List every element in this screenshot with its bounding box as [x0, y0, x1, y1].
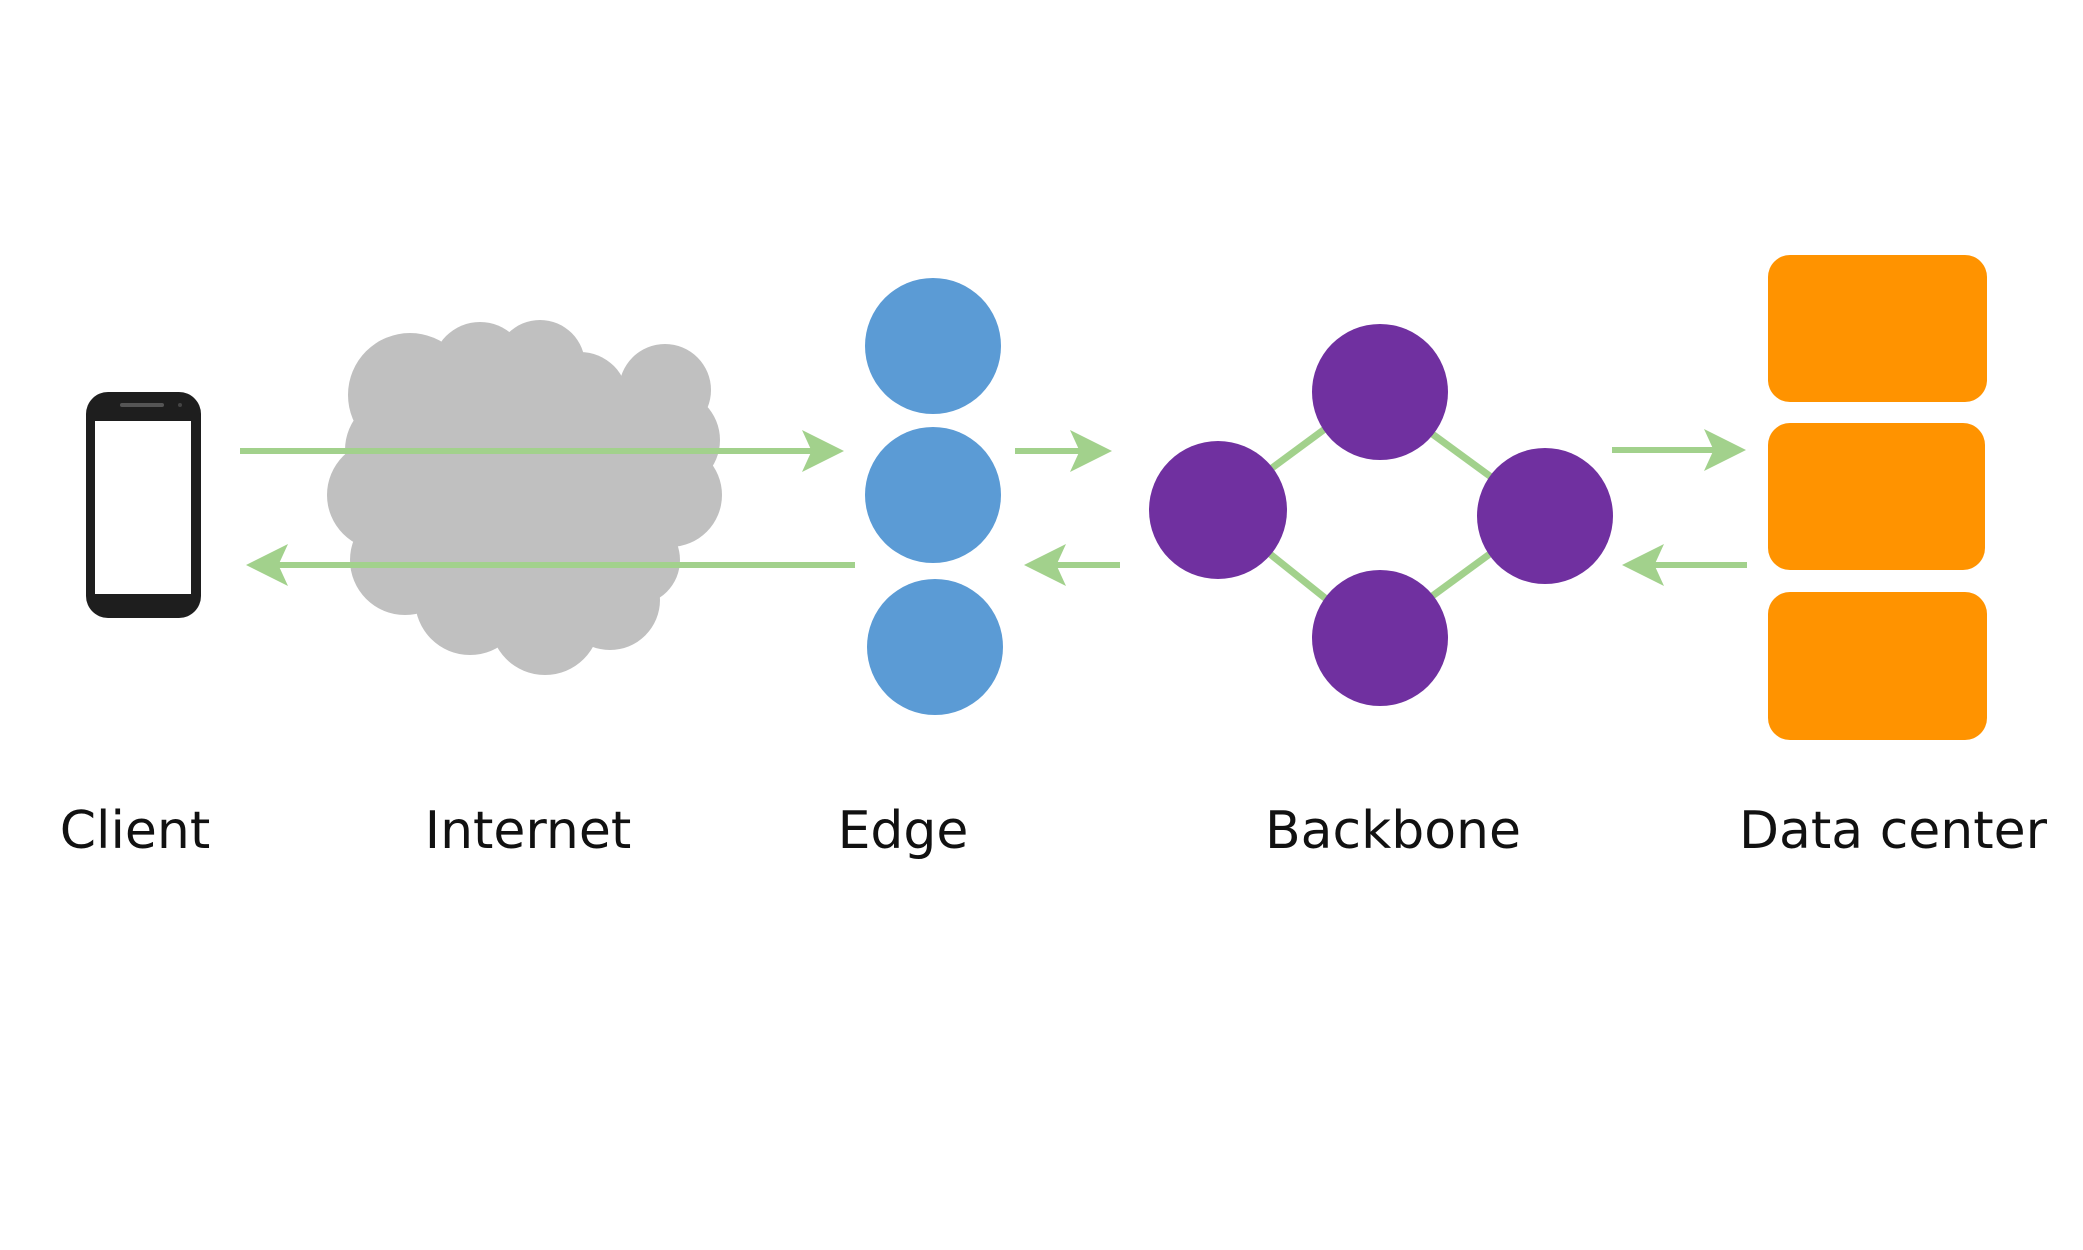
datacenter-box-3[interactable] — [1768, 592, 1987, 740]
backbone-node-top[interactable] — [1312, 324, 1448, 460]
backbone-node-right[interactable] — [1477, 448, 1613, 584]
backbone-node-left[interactable] — [1149, 441, 1287, 579]
label-backbone: Backbone — [1265, 801, 1521, 861]
label-edge: Edge — [838, 801, 969, 861]
edge-node-2[interactable] — [865, 427, 1001, 563]
phone-camera — [178, 403, 182, 407]
edge-node-3[interactable] — [867, 579, 1003, 715]
cloud-icon — [327, 320, 722, 675]
datacenter-box-1[interactable] — [1768, 255, 1987, 402]
backbone-node-bottom[interactable] — [1312, 570, 1448, 706]
edge-node-1[interactable] — [865, 278, 1001, 414]
server-stack — [1768, 255, 1987, 740]
backbone-nodes — [1149, 324, 1613, 706]
label-client: Client — [60, 801, 211, 861]
label-datacenter: Data center — [1739, 801, 2048, 861]
edge-nodes — [865, 278, 1003, 715]
smartphone-icon — [86, 392, 201, 618]
label-internet: Internet — [425, 801, 631, 861]
flow-arrows — [240, 429, 1747, 586]
stage-labels: Client Internet Edge Backbone Data cente… — [60, 801, 2048, 861]
phone-screen — [95, 421, 191, 594]
phone-speaker — [120, 403, 164, 407]
datacenter-box-2[interactable] — [1768, 423, 1985, 570]
